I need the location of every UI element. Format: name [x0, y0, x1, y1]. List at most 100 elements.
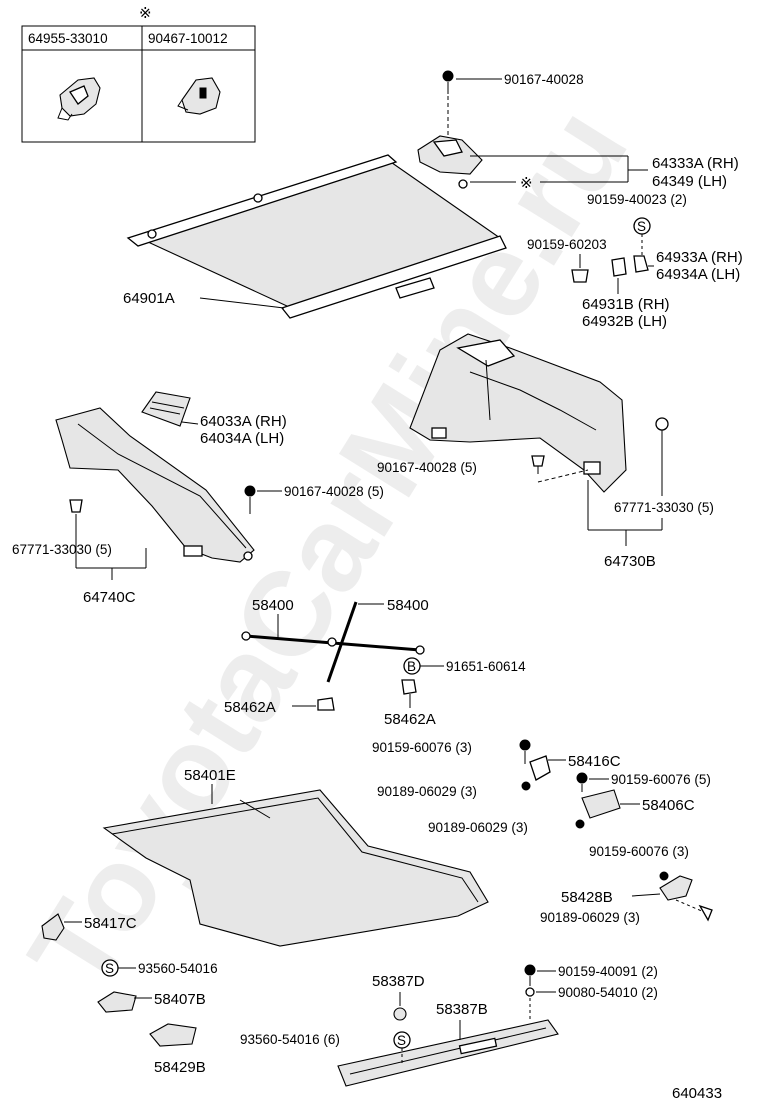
- label-64740C: 64740C: [83, 589, 136, 606]
- label-58401E: 58401E: [184, 767, 236, 784]
- label-58417C: 58417C: [84, 915, 137, 932]
- label-91651-60614: 91651-60614: [446, 659, 526, 674]
- bracket-58429B-drawing: [149, 1023, 197, 1047]
- floor-mat-58401E: [102, 789, 489, 947]
- badge-s-text-3: S: [397, 1033, 406, 1048]
- tonneau-cover-64901A: [126, 154, 507, 319]
- label-58462A-left: 58462A: [224, 699, 276, 716]
- nut-90189-06029-a-drawing: [521, 781, 531, 791]
- label-90189-06029-3-c: 90189-06029 (3): [540, 910, 640, 925]
- badge-s-text: S: [637, 219, 646, 234]
- nut-90189-06029-b-drawing: [575, 819, 585, 829]
- label-90159-40023: 90159-40023 (2): [587, 192, 687, 207]
- label-93560-54016: 93560-54016: [138, 961, 218, 976]
- holder-58407B-drawing: [97, 991, 137, 1013]
- bracket-58428B-drawing: [659, 875, 693, 901]
- bolt-90167-40028-top: [442, 70, 454, 138]
- label-93560-54016-6: 93560-54016 (6): [240, 1032, 340, 1047]
- clip-64931B-drawing: [611, 257, 627, 277]
- label-67771-33030-right: 67771-33030 (5): [614, 500, 714, 515]
- cap-58387D-drawing: [393, 1007, 407, 1021]
- label-64932B-lh: 64932B (LH): [582, 313, 667, 330]
- washer-90080-54010-drawing: [525, 987, 535, 997]
- label-58407B: 58407B: [154, 991, 206, 1008]
- clip-64349-drawing: [458, 179, 468, 189]
- leader-64740C-group: [76, 548, 147, 580]
- label-58416C: 58416C: [568, 753, 621, 770]
- inset-header-90467-10012: 90467-10012: [148, 31, 228, 46]
- clip-90167-40028-right-drawing: [531, 455, 545, 474]
- label-67771-33030-left: 67771-33030 (5): [12, 542, 112, 557]
- s-badge-90159-40023: S: [633, 217, 651, 235]
- leader-dash-90189-06029-c: [675, 899, 705, 913]
- label-90189-06029-3-b: 90189-06029 (3): [428, 820, 528, 835]
- inset-table: ※ 64955-33010 90467-10012: [21, 5, 256, 143]
- side-trim-64730B: [409, 333, 627, 493]
- sill-plate-58387B: [337, 1019, 559, 1087]
- leader-64730B-group: [587, 480, 663, 546]
- label-58387D: 58387D: [372, 973, 425, 990]
- leader-64033A: [181, 421, 199, 425]
- badge-s-text-2: S: [105, 961, 114, 976]
- bolt-90159-60076-b-drawing: [659, 871, 669, 881]
- bolt-90159-60076-5-drawing: [576, 772, 588, 792]
- label-58462A-right: 58462A: [384, 711, 436, 728]
- rod-58400-diagonal: [326, 601, 358, 683]
- label-58428B: 58428B: [561, 889, 613, 906]
- leader-64901A: [199, 297, 285, 309]
- hook-58416C-drawing: [529, 755, 551, 781]
- label-90159-60076-3-a: 90159-60076 (3): [372, 740, 472, 755]
- label-90167-40028-top: 90167-40028: [504, 72, 584, 87]
- nut-90189-06029-c-drawing: [698, 904, 713, 922]
- b-badge-91651-60614: B: [403, 657, 421, 675]
- label-90159-60076-5: 90159-60076 (5): [611, 772, 711, 787]
- label-64730B: 64730B: [604, 553, 656, 570]
- note-symbol-clip: ※: [520, 175, 533, 192]
- label-64933A-rh: 64933A (RH): [656, 249, 743, 266]
- note-symbol-header: ※: [139, 5, 152, 22]
- label-64934A-lh: 64934A (LH): [656, 266, 740, 283]
- leader-58428B: [631, 893, 661, 897]
- bolt-90159-40091-drawing: [524, 964, 536, 986]
- label-90167-40028-5-left: 90167-40028 (5): [284, 484, 384, 499]
- clip-67771-33030-left-drawing: [69, 499, 83, 568]
- s-badge-93560-54016: S: [101, 959, 119, 977]
- holder-58462A-left-drawing: [317, 697, 335, 711]
- bolt-90159-60076-a-drawing: [519, 739, 531, 764]
- label-64931B-rh: 64931B (RH): [582, 296, 670, 313]
- screw-90159-60203-drawing: [571, 269, 589, 283]
- label-64033A-rh: 64033A (RH): [200, 413, 287, 430]
- label-64349-lh: 64349 (LH): [652, 173, 727, 190]
- bolt-90167-40028-left-drawing: [244, 485, 256, 514]
- holder-58462A-right-drawing: [401, 679, 417, 695]
- label-90159-60203: 90159-60203: [527, 237, 607, 252]
- bracket-64333A: [417, 135, 483, 175]
- leader-dash-right-clip: [537, 469, 589, 483]
- label-64034A-lh: 64034A (LH): [200, 430, 284, 447]
- clip-90467-10012-drawing: [177, 77, 221, 115]
- clip-67771-33030-right-drawing: [655, 417, 669, 496]
- vent-64033A-drawing: [141, 391, 191, 427]
- label-64333A-rh: 64333A (RH): [652, 155, 739, 172]
- label-64901A: 64901A: [123, 290, 175, 307]
- bracket-58417C-drawing: [41, 913, 65, 941]
- bracket-58406C-drawing: [581, 789, 621, 819]
- inset-header-64955-33010: 64955-33010: [28, 31, 108, 46]
- clip-64933A-drawing: [633, 255, 649, 273]
- s-badge-93560-54016-6: S: [393, 1031, 411, 1049]
- label-90159-40091: 90159-40091 (2): [558, 964, 658, 979]
- label-90189-06029-3-a: 90189-06029 (3): [377, 784, 477, 799]
- label-58387B: 58387B: [436, 1001, 488, 1018]
- inset-table-border: [21, 25, 256, 143]
- clip-64955-33010-drawing: [57, 77, 101, 121]
- label-58400-a: 58400: [252, 597, 294, 614]
- label-58400-b: 58400: [387, 597, 429, 614]
- leader-64333A-group: [470, 155, 648, 183]
- side-trim-64740C: [55, 407, 255, 563]
- label-90159-60076-3-b: 90159-60076 (3): [589, 844, 689, 859]
- label-90167-40028-5-right: 90167-40028 (5): [377, 460, 477, 475]
- label-58406C: 58406C: [642, 797, 695, 814]
- label-90080-54010: 90080-54010 (2): [558, 985, 658, 1000]
- label-58429B: 58429B: [154, 1059, 206, 1076]
